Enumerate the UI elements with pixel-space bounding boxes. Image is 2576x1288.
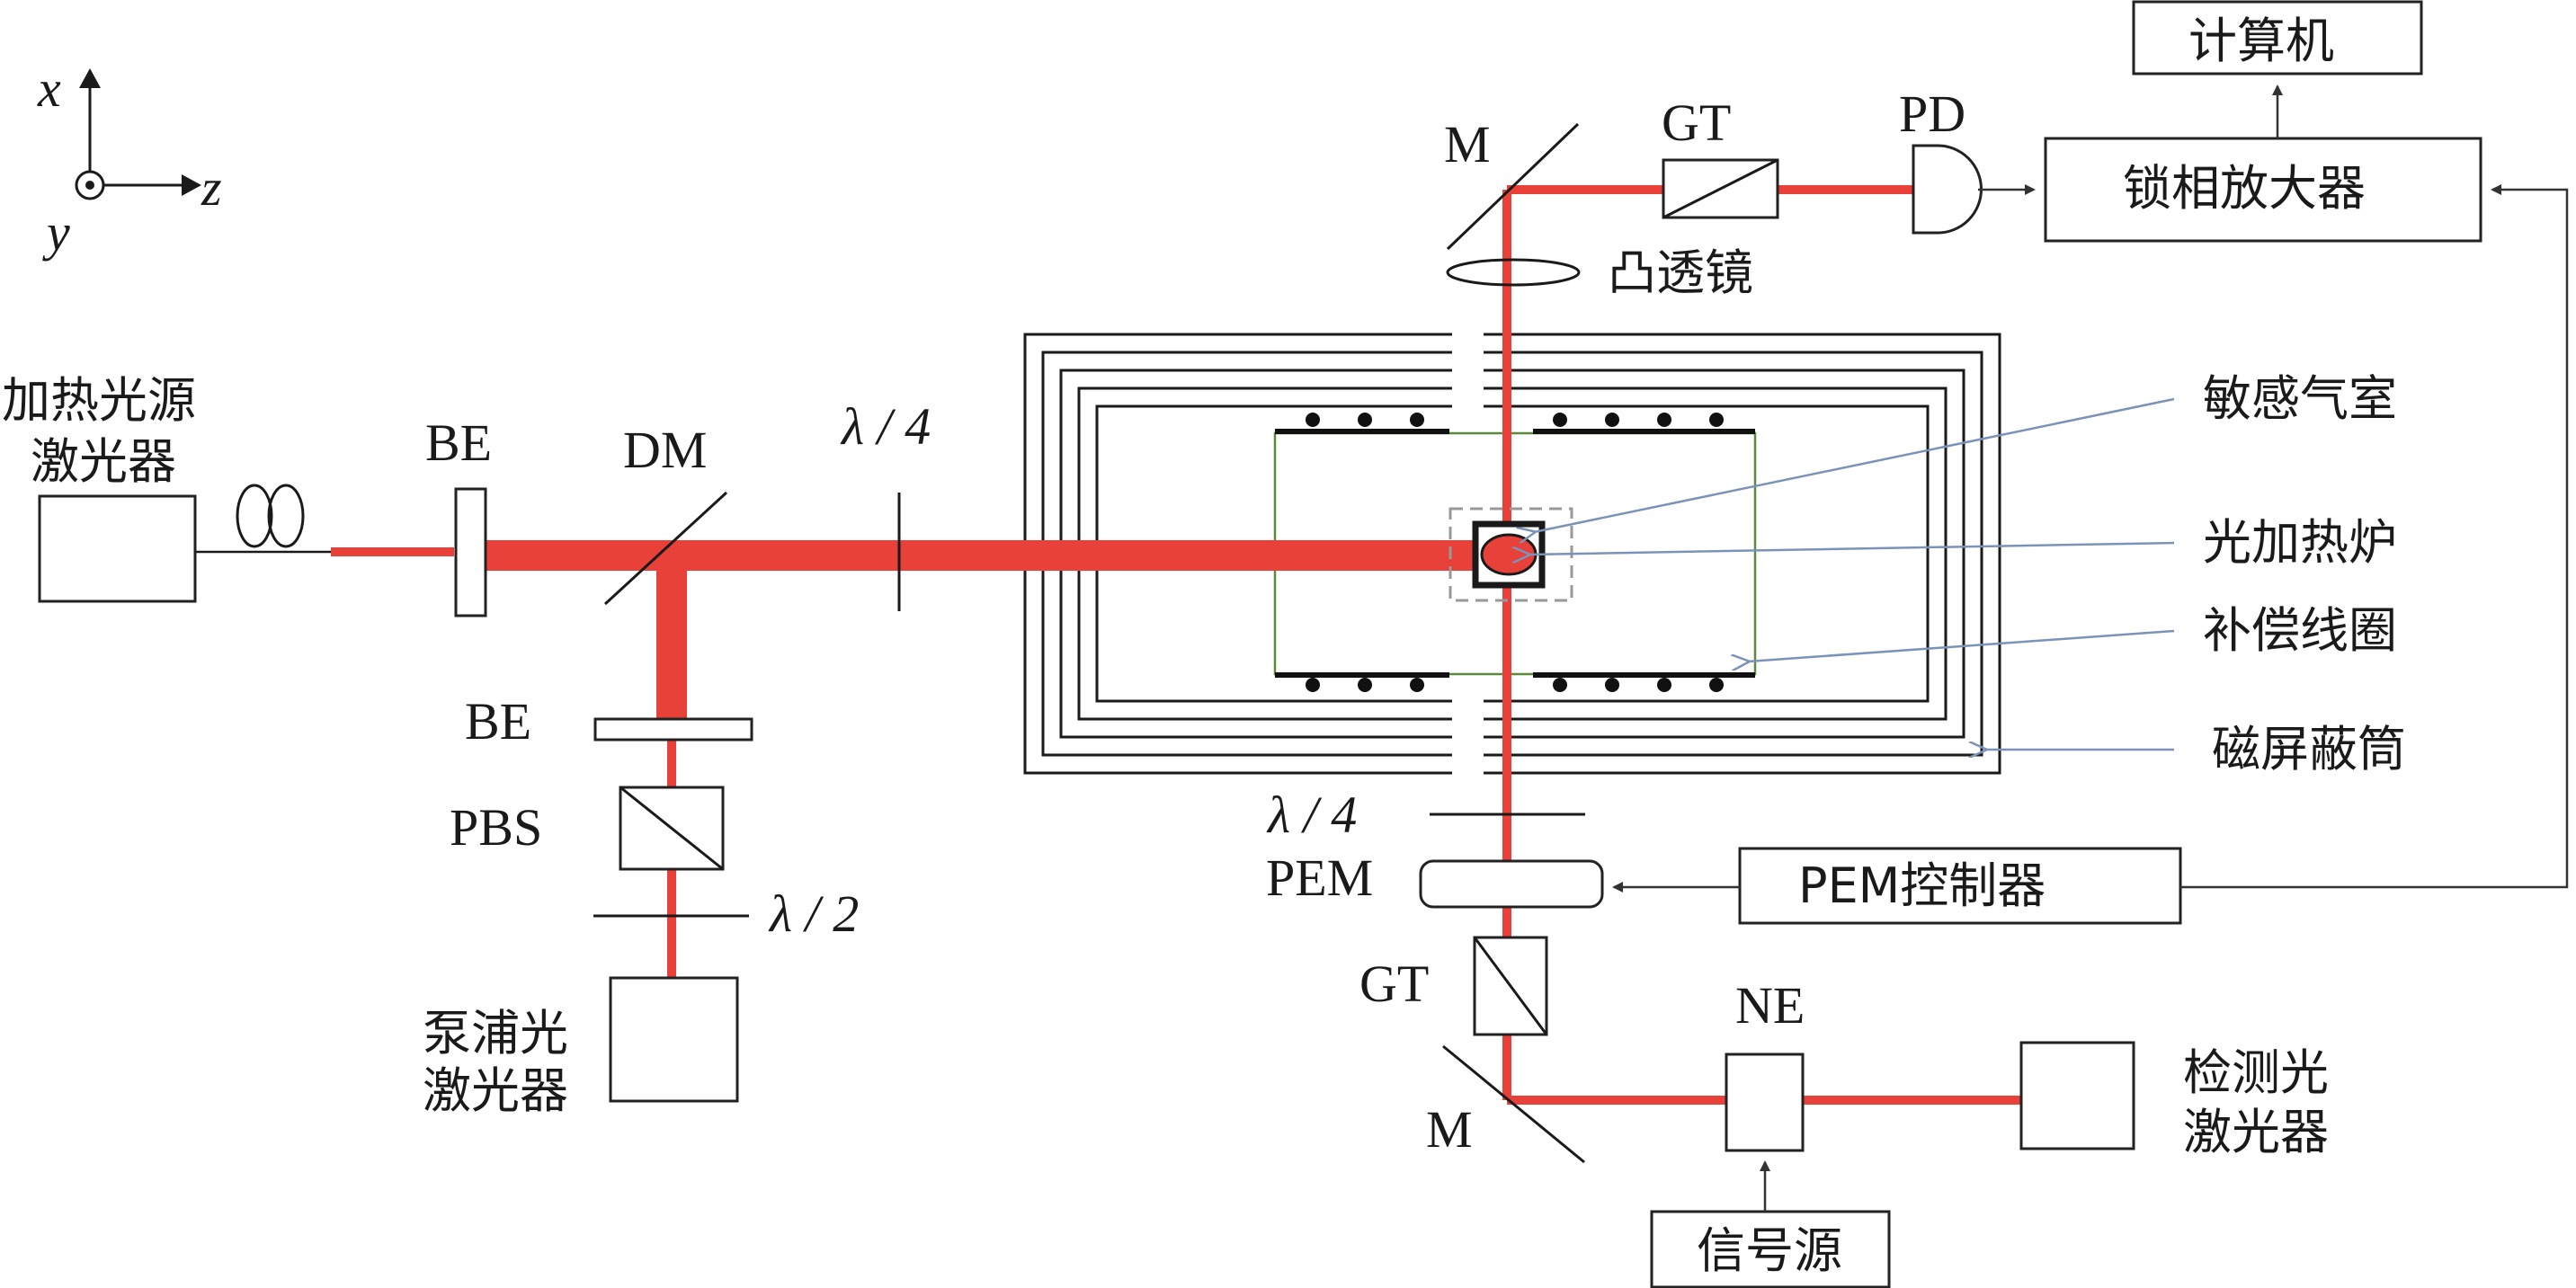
signal-source-box bbox=[1650, 1210, 1891, 1288]
be-lower-label: BE bbox=[465, 692, 531, 751]
be-lower-element bbox=[593, 717, 753, 742]
be-top-label: BE bbox=[425, 413, 492, 472]
lambda4-probe-label: λ / 4 bbox=[1266, 786, 1357, 844]
axis-z-label: z bbox=[201, 158, 222, 217]
laser-beams bbox=[331, 185, 2021, 1105]
annotation-coil: 补偿线圈 bbox=[2203, 602, 2397, 659]
heating-laser: 加热光源 激光器 bbox=[2, 372, 197, 603]
axis-y-label: y bbox=[42, 203, 70, 262]
lockin-box bbox=[2044, 137, 2482, 243]
pbs-label: PBS bbox=[450, 798, 542, 857]
gt-top-label: GT bbox=[1662, 93, 1731, 152]
lambda2-label: λ / 2 bbox=[768, 884, 859, 943]
mirror-bottom-label: M bbox=[1426, 1100, 1473, 1159]
pbs-cube bbox=[619, 786, 725, 871]
compensation-coil bbox=[1273, 413, 1757, 692]
be-top-element bbox=[454, 487, 487, 617]
lockin-label: 锁相放大器 bbox=[2123, 160, 2366, 217]
heating-laser-label-1: 加热光源 bbox=[2, 372, 196, 429]
gt-top-prism bbox=[1662, 158, 1779, 219]
fiber-coil bbox=[195, 484, 331, 554]
dm-mirror bbox=[603, 491, 728, 606]
probe-laser-label-2: 激光器 bbox=[2183, 1104, 2329, 1160]
axis-x-label: x bbox=[37, 59, 61, 118]
pem-controller-label: PEM控制器 bbox=[1798, 857, 2046, 914]
convex-lens-label: 凸透镜 bbox=[1608, 244, 1753, 301]
pem-modulator bbox=[1419, 859, 1604, 909]
lambda4-pump-label: λ / 4 bbox=[840, 397, 931, 456]
annotation-cell: 敏感气室 bbox=[2203, 370, 2397, 427]
pem-label: PEM bbox=[1266, 848, 1373, 907]
pd-detector bbox=[1912, 144, 1983, 235]
mirror-bottom bbox=[1442, 1044, 1585, 1164]
dm-label: DM bbox=[623, 421, 707, 479]
pd-label: PD bbox=[1899, 84, 1965, 143]
ne-label: NE bbox=[1735, 976, 1805, 1035]
mirror-top-label: M bbox=[1444, 115, 1491, 173]
signal-source-label: 信号源 bbox=[1697, 1222, 1842, 1279]
gt-bottom-prism bbox=[1473, 936, 1548, 1036]
annotation-pointers bbox=[1529, 397, 2175, 750]
coordinate-axes: x y z bbox=[37, 59, 222, 262]
heating-laser-box bbox=[38, 494, 197, 603]
heating-laser-label-2: 激光器 bbox=[31, 433, 176, 490]
pump-laser-box bbox=[609, 976, 739, 1103]
pump-laser-label-2: 激光器 bbox=[423, 1062, 568, 1119]
mirror-top bbox=[1446, 122, 1580, 251]
probe-laser-box-outline bbox=[2019, 1041, 2135, 1150]
signal-connections bbox=[1612, 84, 2569, 1212]
convex-lens bbox=[1446, 258, 1581, 287]
computer-box bbox=[2132, 0, 2423, 76]
gt-bottom-label: GT bbox=[1359, 955, 1429, 1013]
pump-laser-label-1: 泵浦光 bbox=[423, 1005, 568, 1061]
probe-laser-label-1: 检测光 bbox=[2183, 1044, 2329, 1101]
annotation-oven: 光加热炉 bbox=[2203, 514, 2397, 571]
computer-label: 计算机 bbox=[2188, 13, 2334, 69]
ne-modulator bbox=[1725, 1053, 1805, 1152]
pem-controller-box bbox=[1738, 847, 2182, 925]
annotation-shield: 磁屏蔽筒 bbox=[2212, 721, 2406, 777]
